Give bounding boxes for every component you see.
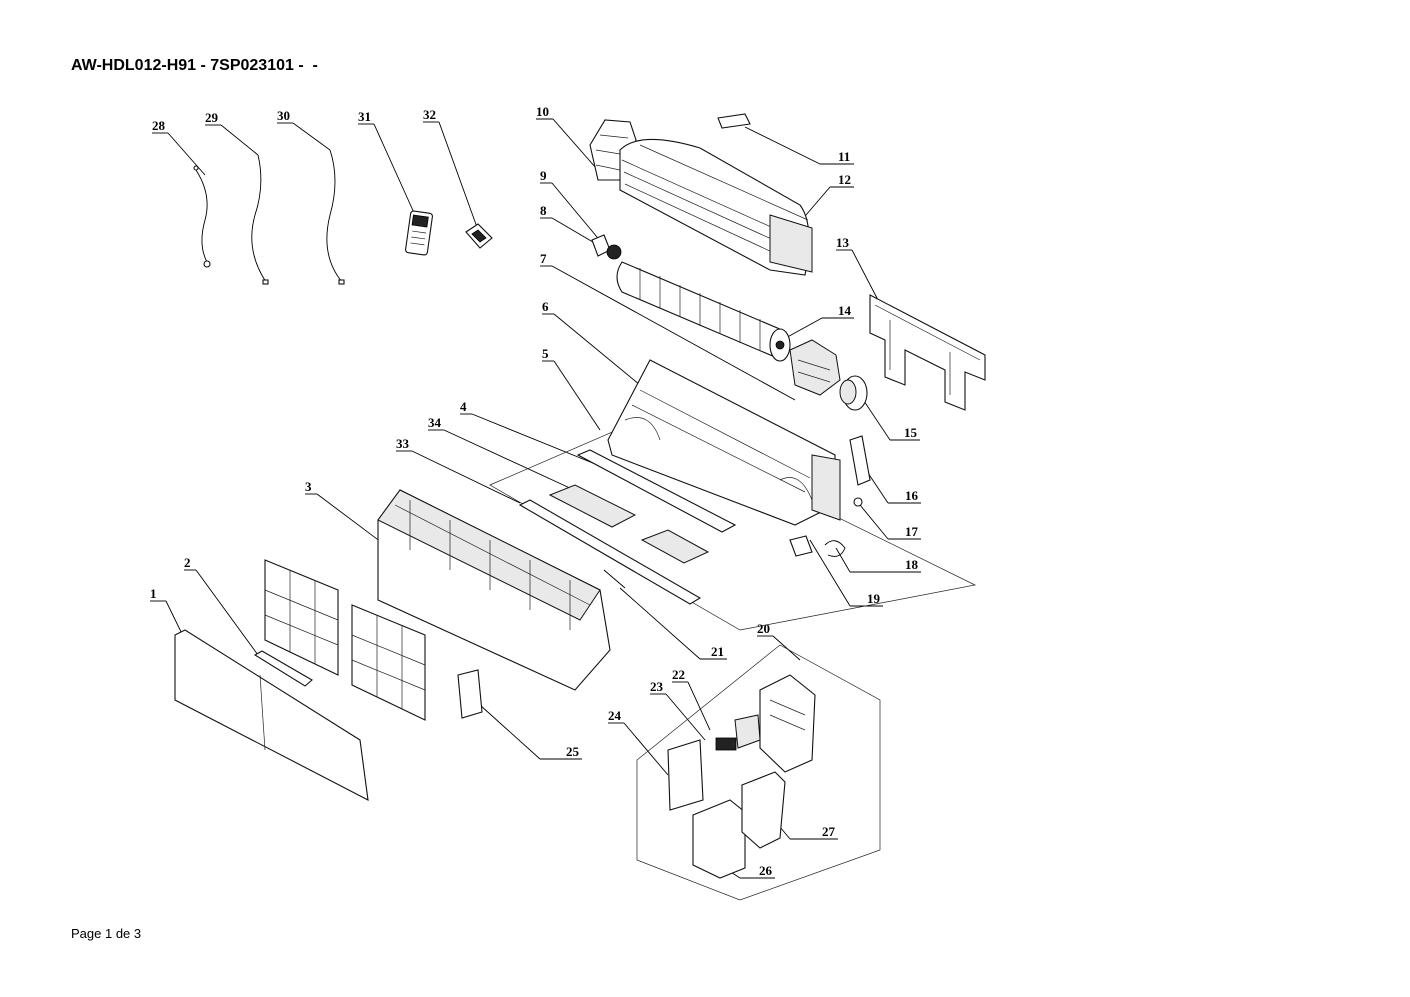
louvers-34 — [548, 484, 710, 564]
evaporator-coil-12 — [619, 138, 813, 276]
callout-20: 20 — [757, 621, 770, 636]
callout-3: 3 — [305, 479, 312, 494]
callout-19: 19 — [867, 591, 881, 606]
cross-flow-fan-7 — [616, 261, 791, 362]
callout-labels: 1 2 3 4 5 6 7 8 9 10 11 12 13 14 15 16 1… — [150, 104, 919, 878]
callout-7: 7 — [540, 251, 547, 266]
callout-13: 13 — [836, 235, 850, 250]
callout-22: 22 — [672, 667, 685, 682]
component-23 — [734, 714, 761, 749]
callout-30: 30 — [277, 108, 290, 123]
callout-27: 27 — [822, 824, 836, 839]
callout-8: 8 — [540, 203, 547, 218]
callout-28: 28 — [152, 118, 166, 133]
callout-1: 1 — [150, 586, 157, 601]
box-cover-27 — [741, 771, 786, 849]
callout-21: 21 — [711, 644, 724, 659]
callout-25: 25 — [566, 744, 580, 759]
cable-29 — [251, 154, 269, 285]
air-filter-left — [264, 559, 339, 676]
callout-6: 6 — [542, 299, 549, 314]
callout-26: 26 — [759, 863, 773, 878]
vane-bar-4 — [576, 449, 737, 533]
terminal-block-22 — [715, 737, 737, 751]
callout-14: 14 — [838, 303, 852, 318]
flap-rod-21 — [603, 569, 626, 589]
sensor-part-11 — [717, 113, 751, 129]
callout-31: 31 — [358, 109, 371, 124]
mounting-plate-13 — [869, 294, 986, 411]
bracket-19 — [789, 535, 813, 557]
motor-bracket-14 — [789, 339, 841, 396]
wire-harness-18 — [824, 540, 846, 557]
page-footer: Page 1 de 3 — [71, 926, 142, 941]
callout-33: 33 — [396, 436, 410, 451]
horizontal-flap-33 — [518, 499, 702, 605]
front-housing-3 — [377, 489, 611, 691]
cable-28 — [193, 165, 211, 268]
remote-holder-32 — [465, 223, 493, 249]
box-cover-26 — [692, 799, 746, 879]
callout-9: 9 — [540, 168, 547, 183]
callout-23: 23 — [650, 679, 664, 694]
callout-11: 11 — [838, 149, 850, 164]
callout-29: 29 — [205, 110, 219, 125]
callout-2: 2 — [184, 555, 191, 570]
electrical-box-20 — [759, 674, 816, 773]
callout-12: 12 — [838, 172, 851, 187]
callout-34: 34 — [428, 415, 442, 430]
front-panel-1 — [174, 629, 369, 801]
callout-17: 17 — [905, 524, 919, 539]
remote-control-31 — [405, 210, 433, 256]
callout-24: 24 — [608, 708, 622, 723]
callout-4: 4 — [460, 399, 467, 414]
document-title: AW-HDL012-H91 - 7SP023101 - - — [71, 57, 318, 74]
side-cover-16 — [849, 435, 871, 486]
callout-16: 16 — [905, 488, 919, 503]
callout-10: 10 — [536, 104, 549, 119]
cable-30 — [326, 149, 345, 285]
callout-32: 32 — [423, 107, 436, 122]
screw-17 — [853, 497, 863, 507]
callout-18: 18 — [905, 557, 919, 572]
cover-24 — [667, 739, 704, 811]
air-filter-right — [351, 604, 426, 721]
callout-5: 5 — [542, 346, 549, 361]
label-underlines — [150, 118, 921, 879]
bearing-9 — [606, 244, 622, 260]
callout-15: 15 — [904, 425, 918, 440]
fan-motor-15 — [839, 375, 868, 411]
chassis-6 — [607, 359, 841, 526]
display-bar-2 — [253, 650, 313, 687]
cover-plate-25 — [457, 669, 483, 719]
